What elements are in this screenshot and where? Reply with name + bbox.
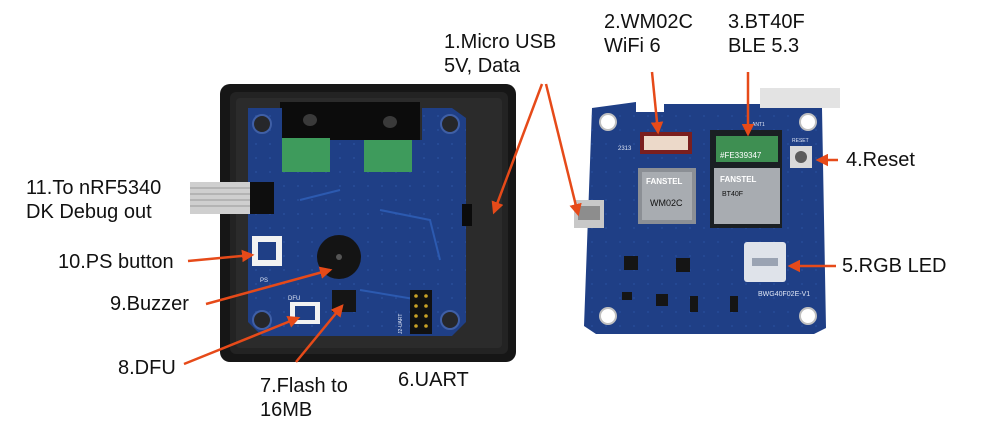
label-dfu: 8.DFU (118, 357, 176, 379)
uart-silkscreen: J2-UART (398, 314, 404, 334)
label-micro-usb: 1.Micro USB 5V, Data (444, 31, 557, 77)
label-wifi-module: 2.WM02C WiFi 6 (604, 11, 693, 57)
arrow-buzzer (205, 266, 333, 306)
arrow-flash (295, 304, 344, 363)
arrow-usb-right (544, 83, 582, 217)
back-pcb (246, 108, 472, 336)
label-rgb-led: 5.RGB LED (842, 255, 947, 277)
label-ps-button: 10.PS button (58, 251, 174, 273)
ble-model: BT40F (722, 191, 743, 198)
label-uart: 6.UART (398, 369, 469, 391)
wifi-model: WM02C (650, 198, 683, 208)
wifi-brand: FANSTEL (646, 177, 683, 186)
reset-silkscreen: RESET (792, 138, 809, 144)
label-ble-module: 3.BT40F BLE 5.3 (728, 11, 805, 57)
dfu-silkscreen: DFU (288, 296, 300, 302)
arrow-wifi (650, 71, 664, 135)
board-code: 2313 (618, 146, 632, 152)
label-flash: 7.Flash to 16MB (260, 375, 348, 421)
callout-arrows (183, 71, 838, 366)
arrow-ps (187, 249, 255, 263)
label-reset: 4.Reset (846, 149, 915, 171)
ribbon-cable (190, 182, 250, 214)
ant-label: ANT1 (752, 122, 765, 128)
arrow-usb-left (491, 83, 544, 215)
front-pcb (574, 88, 840, 334)
ble-brand: FANSTEL (720, 175, 757, 184)
ble-id: #FE339347 (720, 151, 762, 160)
ps-silkscreen: PS (260, 278, 268, 284)
arrow-dfu (183, 315, 301, 366)
board-name: BWG40F02E-V1 (758, 291, 810, 298)
label-buzzer: 9.Buzzer (110, 293, 189, 315)
label-debug-out: 11.To nRF5340 DK Debug out (26, 177, 162, 223)
